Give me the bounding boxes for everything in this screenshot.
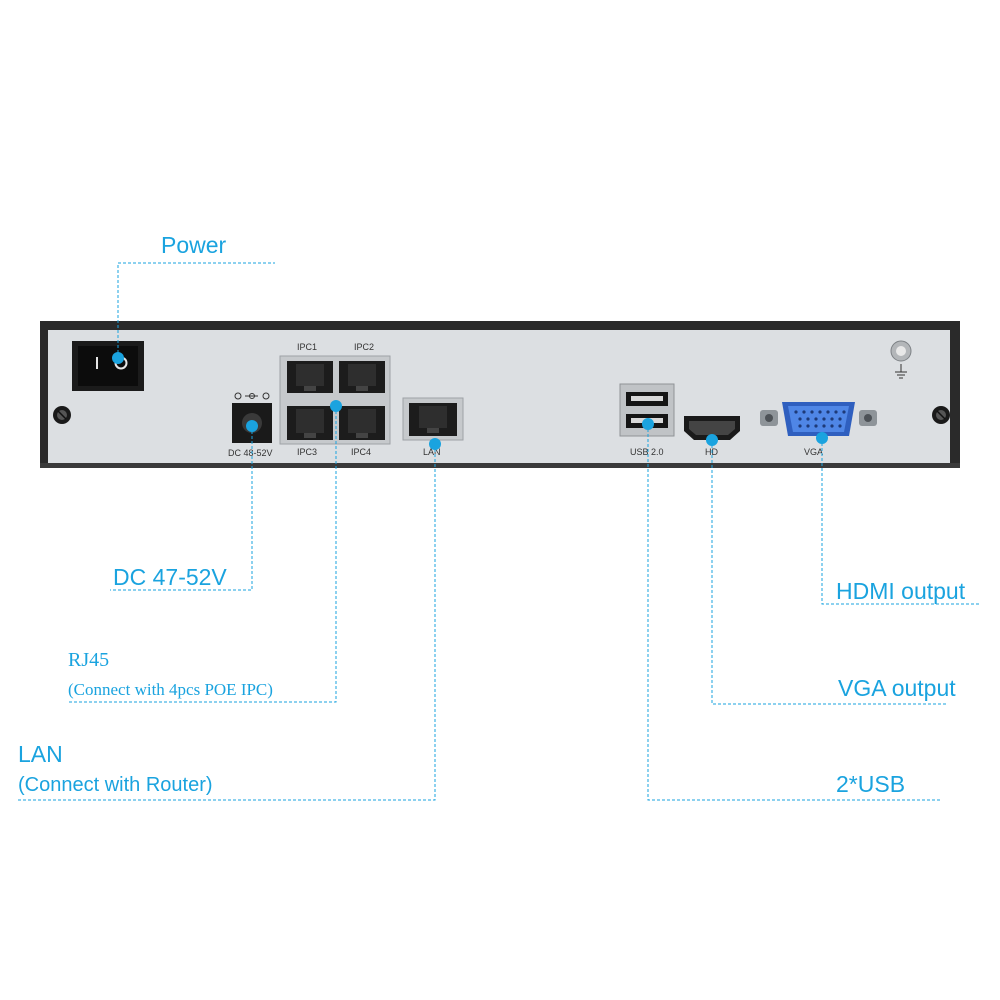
vga-port[interactable] (760, 402, 877, 436)
chassis-screw-left (53, 406, 71, 424)
rocker-switch-icon[interactable] (72, 341, 144, 391)
ipc3-panel-label: IPC3 (297, 447, 317, 457)
power-leader (117, 262, 275, 358)
ipc4-port[interactable] (339, 406, 385, 440)
connection-dots (112, 352, 828, 450)
callout-hdmi-output: HDMI output (836, 578, 966, 604)
chassis-screw-right (932, 406, 950, 424)
vga-panel-label: VGA (804, 447, 823, 457)
rj45-dot (330, 400, 342, 412)
ground-symbol-icon (890, 340, 912, 379)
lan-panel-label: LAN (423, 447, 441, 457)
hdmi-output-leader (821, 438, 980, 605)
hdmi-output-dot (816, 432, 828, 444)
power-dot (112, 352, 124, 364)
lan-leader (18, 444, 436, 801)
ipc1-port[interactable] (287, 361, 333, 393)
vga-output-dot (706, 434, 718, 446)
dc-polarity-icon (234, 392, 270, 400)
usb-panel-label: USB 2.0 (630, 447, 664, 457)
usb-leader (647, 424, 940, 801)
callout-rj45-title: RJ45 (68, 649, 110, 671)
rj45-leader (68, 406, 337, 703)
callout-power: Power (161, 232, 227, 258)
ipc3-port[interactable] (287, 406, 333, 440)
callout-usb: 2*USB (836, 771, 906, 797)
dc-dot (246, 420, 258, 432)
dc-panel-label: DC 48-52V (228, 448, 273, 458)
callout-rj45-subtitle: (Connect with 4pcs POE IPC) (68, 680, 273, 699)
ipc4-panel-label: IPC4 (351, 447, 371, 457)
callout-lan-subtitle: (Connect with Router) (18, 774, 213, 796)
lan-dot (429, 438, 441, 450)
usb-dot (642, 418, 654, 430)
callout-vga-output: VGA output (838, 675, 956, 701)
lan-port[interactable] (402, 397, 464, 441)
callout-lan-title: LAN (18, 741, 63, 767)
ipc1-panel-label: IPC1 (297, 342, 317, 352)
ipc2-port[interactable] (339, 361, 385, 393)
callout-dc: DC 47-52V (113, 564, 227, 590)
vga-output-leader (711, 440, 948, 705)
leader-lines (18, 262, 980, 801)
hdmi-port[interactable] (684, 416, 740, 440)
ipc2-panel-label: IPC2 (354, 342, 374, 352)
